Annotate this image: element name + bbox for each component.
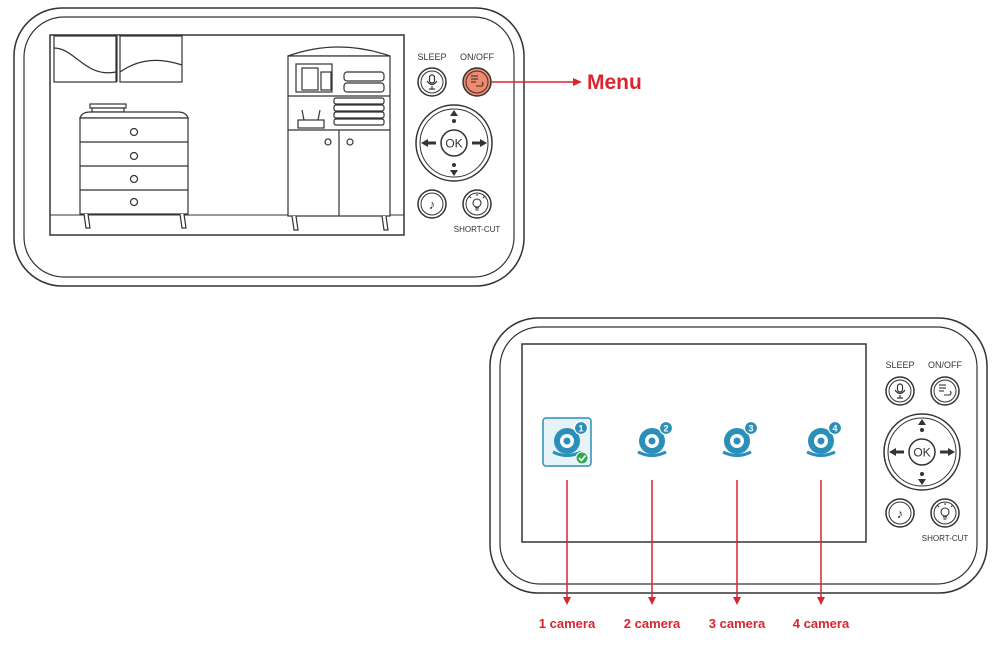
onoff-label: ON/OFF bbox=[928, 360, 962, 370]
music-note-icon: ♪ bbox=[897, 506, 904, 521]
shortcut-button[interactable] bbox=[463, 190, 491, 218]
dresser-illustration bbox=[80, 104, 188, 228]
camera-number: 2 bbox=[663, 424, 668, 434]
sleep-button[interactable] bbox=[886, 377, 914, 405]
camera-number: 1 bbox=[578, 424, 583, 434]
bottom-monitor: 1 2 3 4 SLEEP ON/OFF bbox=[490, 318, 987, 605]
lullaby-button[interactable]: ♪ bbox=[418, 190, 446, 218]
lullaby-button[interactable]: ♪ bbox=[886, 499, 914, 527]
camera-number: 3 bbox=[748, 424, 753, 434]
onoff-label: ON/OFF bbox=[460, 52, 494, 62]
camera-2-caption: 2 camera bbox=[624, 616, 681, 631]
selected-check-badge bbox=[576, 452, 588, 464]
shortcut-label: SHORT-CUT bbox=[922, 534, 969, 543]
shortcut-button[interactable] bbox=[931, 499, 959, 527]
onoff-menu-button[interactable] bbox=[463, 68, 491, 96]
ok-button[interactable]: OK bbox=[441, 130, 467, 156]
camera-1-caption: 1 camera bbox=[539, 616, 596, 631]
sleep-label: SLEEP bbox=[417, 52, 446, 62]
ok-label: OK bbox=[913, 446, 930, 460]
shortcut-label: SHORT-CUT bbox=[454, 225, 501, 234]
camera-number: 4 bbox=[832, 424, 837, 434]
camera-lens bbox=[649, 438, 656, 445]
ok-button[interactable]: OK bbox=[909, 439, 935, 465]
sleep-label: SLEEP bbox=[885, 360, 914, 370]
onoff-menu-button[interactable] bbox=[931, 377, 959, 405]
sleep-button[interactable] bbox=[418, 68, 446, 96]
camera-lens bbox=[818, 438, 825, 445]
nursery-room-illustration bbox=[50, 35, 404, 235]
cabinet-illustration bbox=[288, 47, 390, 230]
menu-callout-label: Menu bbox=[587, 71, 642, 94]
camera-4-caption: 4 camera bbox=[793, 616, 850, 631]
camera-3-caption: 3 camera bbox=[709, 616, 766, 631]
top-monitor: SLEEP ON/OFF bbox=[14, 8, 642, 286]
camera-lens bbox=[564, 438, 571, 445]
music-note-icon: ♪ bbox=[429, 197, 436, 212]
camera-lens bbox=[734, 438, 741, 445]
ok-label: OK bbox=[445, 137, 462, 151]
